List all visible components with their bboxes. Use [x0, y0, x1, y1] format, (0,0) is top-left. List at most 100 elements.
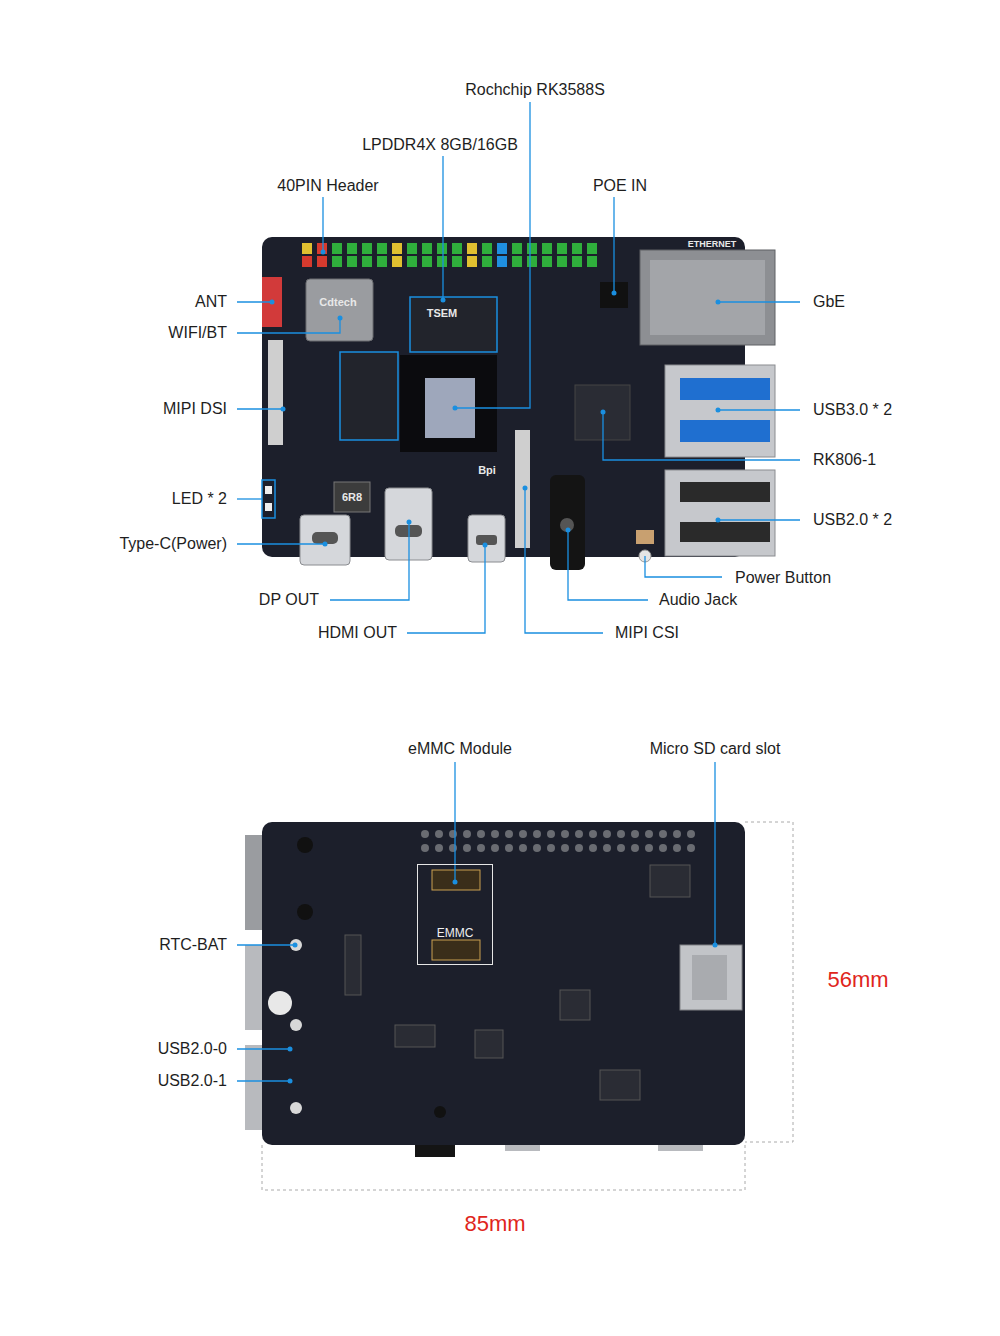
pin-holes [421, 844, 429, 852]
csi-connector [515, 430, 530, 548]
usb3-port [680, 378, 770, 400]
pin-holes [617, 830, 625, 838]
leader-dot [713, 943, 718, 948]
ethernet-jack [640, 250, 775, 345]
pin-header [317, 256, 327, 267]
pin-header [557, 243, 567, 254]
emmc-connector [432, 870, 480, 960]
pin-header [407, 243, 417, 254]
leader-dot [441, 298, 446, 303]
pin-holes [673, 844, 681, 852]
leader-dot [523, 486, 528, 491]
callout-label: Micro SD card slot [650, 741, 781, 757]
pin-header [302, 243, 597, 267]
leader-dot [716, 408, 721, 413]
leader-line [237, 301, 272, 302]
smd-parts [600, 1070, 640, 1100]
pin-header [572, 256, 582, 267]
silkscreen-text: Bpi [478, 465, 496, 476]
leader-line [237, 318, 340, 333]
pin-holes [463, 830, 471, 838]
led-pair [265, 486, 272, 494]
pin-header [407, 256, 417, 267]
leader-line [407, 545, 485, 633]
leader-dot [288, 1047, 293, 1052]
mount-pads [290, 1019, 302, 1031]
mount-pads [268, 837, 446, 1118]
leader-line [525, 488, 603, 633]
callout-label: LED * 2 [172, 491, 227, 507]
pin-header [467, 256, 477, 267]
mount-pads [290, 1102, 302, 1114]
callout-label: USB2.0 * 2 [813, 512, 892, 528]
pin-header [332, 256, 342, 267]
leader-line [718, 409, 800, 410]
pin-header [467, 243, 477, 254]
dimension-label: 56mm [827, 969, 888, 991]
pin-holes [645, 830, 653, 838]
callout-label: USB3.0 * 2 [813, 402, 892, 418]
smd-parts [560, 990, 590, 1020]
silkscreen-text: Cdtech [319, 297, 356, 308]
pin-holes [575, 830, 583, 838]
pin-header [497, 243, 507, 254]
pin-header [422, 256, 432, 267]
silkscreen-text: ETHERNET [688, 240, 737, 249]
pin-header [317, 243, 327, 254]
led-pair [262, 480, 275, 518]
leader-dot [270, 250, 721, 1084]
pin-holes [519, 844, 527, 852]
pin-header [482, 243, 492, 254]
pin-holes [435, 844, 443, 852]
callout-label: Audio Jack [659, 592, 737, 608]
callout-label: LPDDR4X 8GB/16GB [362, 137, 518, 153]
pin-header [542, 243, 552, 254]
smd-parts [475, 1030, 503, 1058]
audio-jack [560, 518, 574, 532]
usb2-port [665, 470, 775, 556]
pin-holes [659, 844, 667, 852]
dimension-line [262, 1145, 745, 1190]
pin-header [512, 256, 522, 267]
leader-dot [288, 1079, 293, 1084]
smd-parts [345, 935, 361, 995]
leader-line [330, 522, 409, 600]
hdmi-port [468, 515, 505, 562]
leader-line [603, 412, 800, 460]
ram-chip [410, 297, 497, 352]
sd-slot [680, 945, 742, 1010]
leader-dot [293, 943, 298, 948]
hdmi-port [468, 515, 505, 562]
inductor [334, 482, 370, 512]
pin-holes [449, 844, 457, 852]
callout-label: Power Button [735, 570, 831, 586]
leader-line [237, 498, 262, 499]
leader-dot [453, 406, 458, 411]
leader-dot [270, 300, 275, 305]
leader-line [237, 944, 295, 945]
port-edge [245, 835, 262, 930]
sd-slot [680, 945, 742, 1010]
pin-header [347, 256, 357, 267]
pin-header [542, 256, 552, 267]
leader-line [613, 197, 614, 293]
pin-holes [533, 830, 541, 838]
pin-holes [449, 830, 457, 838]
port-edge [415, 1145, 455, 1157]
leader-line [714, 762, 715, 945]
ram-chip [340, 352, 398, 440]
pin-holes [561, 844, 569, 852]
pin-holes [519, 830, 527, 838]
pin-header [587, 256, 597, 267]
leader-dot [716, 518, 721, 523]
pin-header [497, 256, 507, 267]
pin-header [377, 256, 387, 267]
leader-line [718, 301, 800, 302]
pin-holes [631, 830, 639, 838]
usb2-port [665, 470, 775, 556]
leader-line [442, 156, 443, 300]
pin-holes [687, 844, 695, 852]
pin-holes [603, 830, 611, 838]
pin-holes [477, 844, 485, 852]
